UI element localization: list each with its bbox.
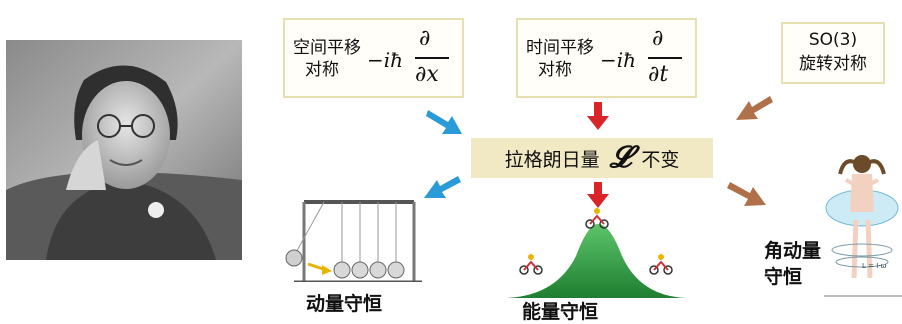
temporal-operator-prefix: −iħ [600, 48, 637, 72]
angular-conservation-label-line2: 守恒 [764, 266, 803, 288]
newtons-cradle [285, 200, 422, 282]
angular-conservation-label-line1: 角动量 [764, 240, 822, 262]
spatial-label-line2: 对称 [305, 60, 339, 80]
cyclist-top [585, 208, 609, 229]
lagrangian-suffix: 不变 [641, 148, 680, 171]
spatial-numerator: ∂ [419, 26, 431, 51]
blue-arrow-out [424, 176, 461, 198]
energy-hill [506, 208, 686, 298]
temporal-symmetry-box: 时间平移 对称 −iħ ∂ ∂t [516, 18, 697, 98]
temporal-label-line2: 对称 [538, 60, 572, 80]
temporal-denominator: ∂t [648, 62, 669, 87]
spinning-skater [824, 155, 902, 297]
rotational-symmetry-box: SO(3) 旋转对称 [781, 22, 885, 84]
rotational-label-line2: 旋转对称 [799, 54, 867, 74]
lagrangian-symbol: 𝓛 [609, 140, 632, 175]
momentum-conservation-label: 动量守恒 [306, 293, 383, 315]
lagrangian-prefix: 拉格朗日量 [504, 148, 600, 171]
temporal-numerator: ∂ [652, 26, 664, 51]
red-arrow-bottom [587, 182, 609, 208]
blue-arrow-in [426, 110, 462, 134]
spatial-fraction-bar [415, 57, 449, 59]
brown-arrow-out [727, 182, 766, 206]
lagrangian-box: 拉格朗日量 𝓛 不变 [471, 138, 713, 178]
spatial-symmetry-box: 空间平移 对称 −iħ ∂ ∂x [283, 18, 464, 98]
skater-formula: L = I·ω [862, 262, 887, 270]
rotational-label-line1: SO(3) [808, 30, 858, 50]
brown-arrow-in [736, 96, 773, 120]
spatial-label-line1: 空间平移 [293, 38, 361, 58]
temporal-label-line1: 时间平移 [526, 38, 594, 58]
temporal-fraction-bar [648, 57, 682, 59]
energy-conservation-label: 能量守恒 [522, 301, 599, 323]
spatial-operator-prefix: −iħ [367, 48, 404, 72]
cyclist-left [519, 254, 543, 275]
red-arrow-top [587, 102, 609, 130]
portrait-photo [6, 40, 242, 260]
cyclist-right [649, 254, 673, 275]
spatial-denominator: ∂x [415, 62, 439, 87]
